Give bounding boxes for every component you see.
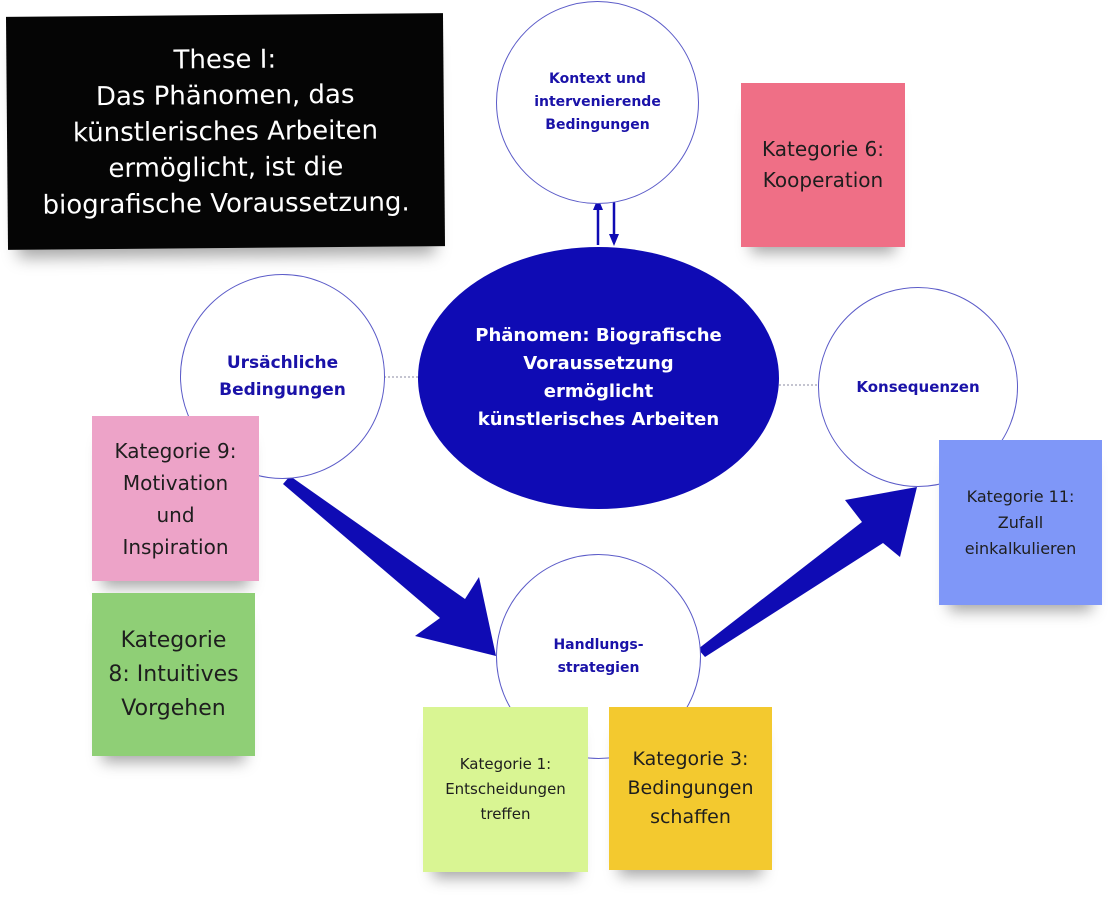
thesis-card: These I: Das Phänomen, das künstlerische… (5, 13, 446, 250)
causal-circle: Ursächliche Bedingungen (180, 274, 385, 479)
note-kategorie-6: Kategorie 6: Kooperation (741, 83, 905, 247)
phenomenon-label: Phänomen: Biografische Voraussetzung erm… (475, 325, 722, 430)
note-kategorie-9-text: Kategorie 9: Motivation und Inspiration (114, 438, 237, 559)
note-kategorie-8-text: Kategorie 8: Intuitives Vorgehen (108, 627, 239, 721)
note-kategorie-3-text: Kategorie 3: Bedingungen schaffen (627, 748, 754, 828)
thesis-text: These I: Das Phänomen, das künstlerische… (42, 44, 410, 221)
causal-label: Ursächliche Bedingungen (219, 352, 346, 400)
note-kategorie-8: Kategorie 8: Intuitives Vorgehen (92, 593, 255, 756)
strategies-label: Handlungs- strategien (553, 636, 644, 676)
big-arrow-causal-to-strategies (283, 476, 496, 656)
context-circle: Kontext und intervenierende Bedingungen (496, 1, 699, 204)
arrow-down-icon (609, 199, 619, 246)
note-kategorie-11: Kategorie 11: Zufall einkalkulieren (939, 440, 1102, 605)
note-kategorie-11-text: Kategorie 11: Zufall einkalkulieren (964, 486, 1077, 558)
big-arrow-strategies-to-consequences (698, 487, 917, 657)
consequences-label: Konsequenzen (856, 378, 980, 396)
phenomenon-ellipse: Phänomen: Biografische Voraussetzung erm… (418, 247, 779, 509)
note-kategorie-3: Kategorie 3: Bedingungen schaffen (609, 707, 772, 870)
note-kategorie-9: Kategorie 9: Motivation und Inspiration (92, 416, 259, 581)
note-kategorie-1: Kategorie 1: Entscheidungen treffen (423, 707, 588, 872)
note-kategorie-1-text: Kategorie 1: Entscheidungen treffen (445, 755, 566, 823)
context-label: Kontext und intervenierende Bedingungen (534, 71, 661, 133)
note-kategorie-6-text: Kategorie 6: Kooperation (761, 137, 884, 192)
arrow-up-icon (593, 198, 603, 245)
